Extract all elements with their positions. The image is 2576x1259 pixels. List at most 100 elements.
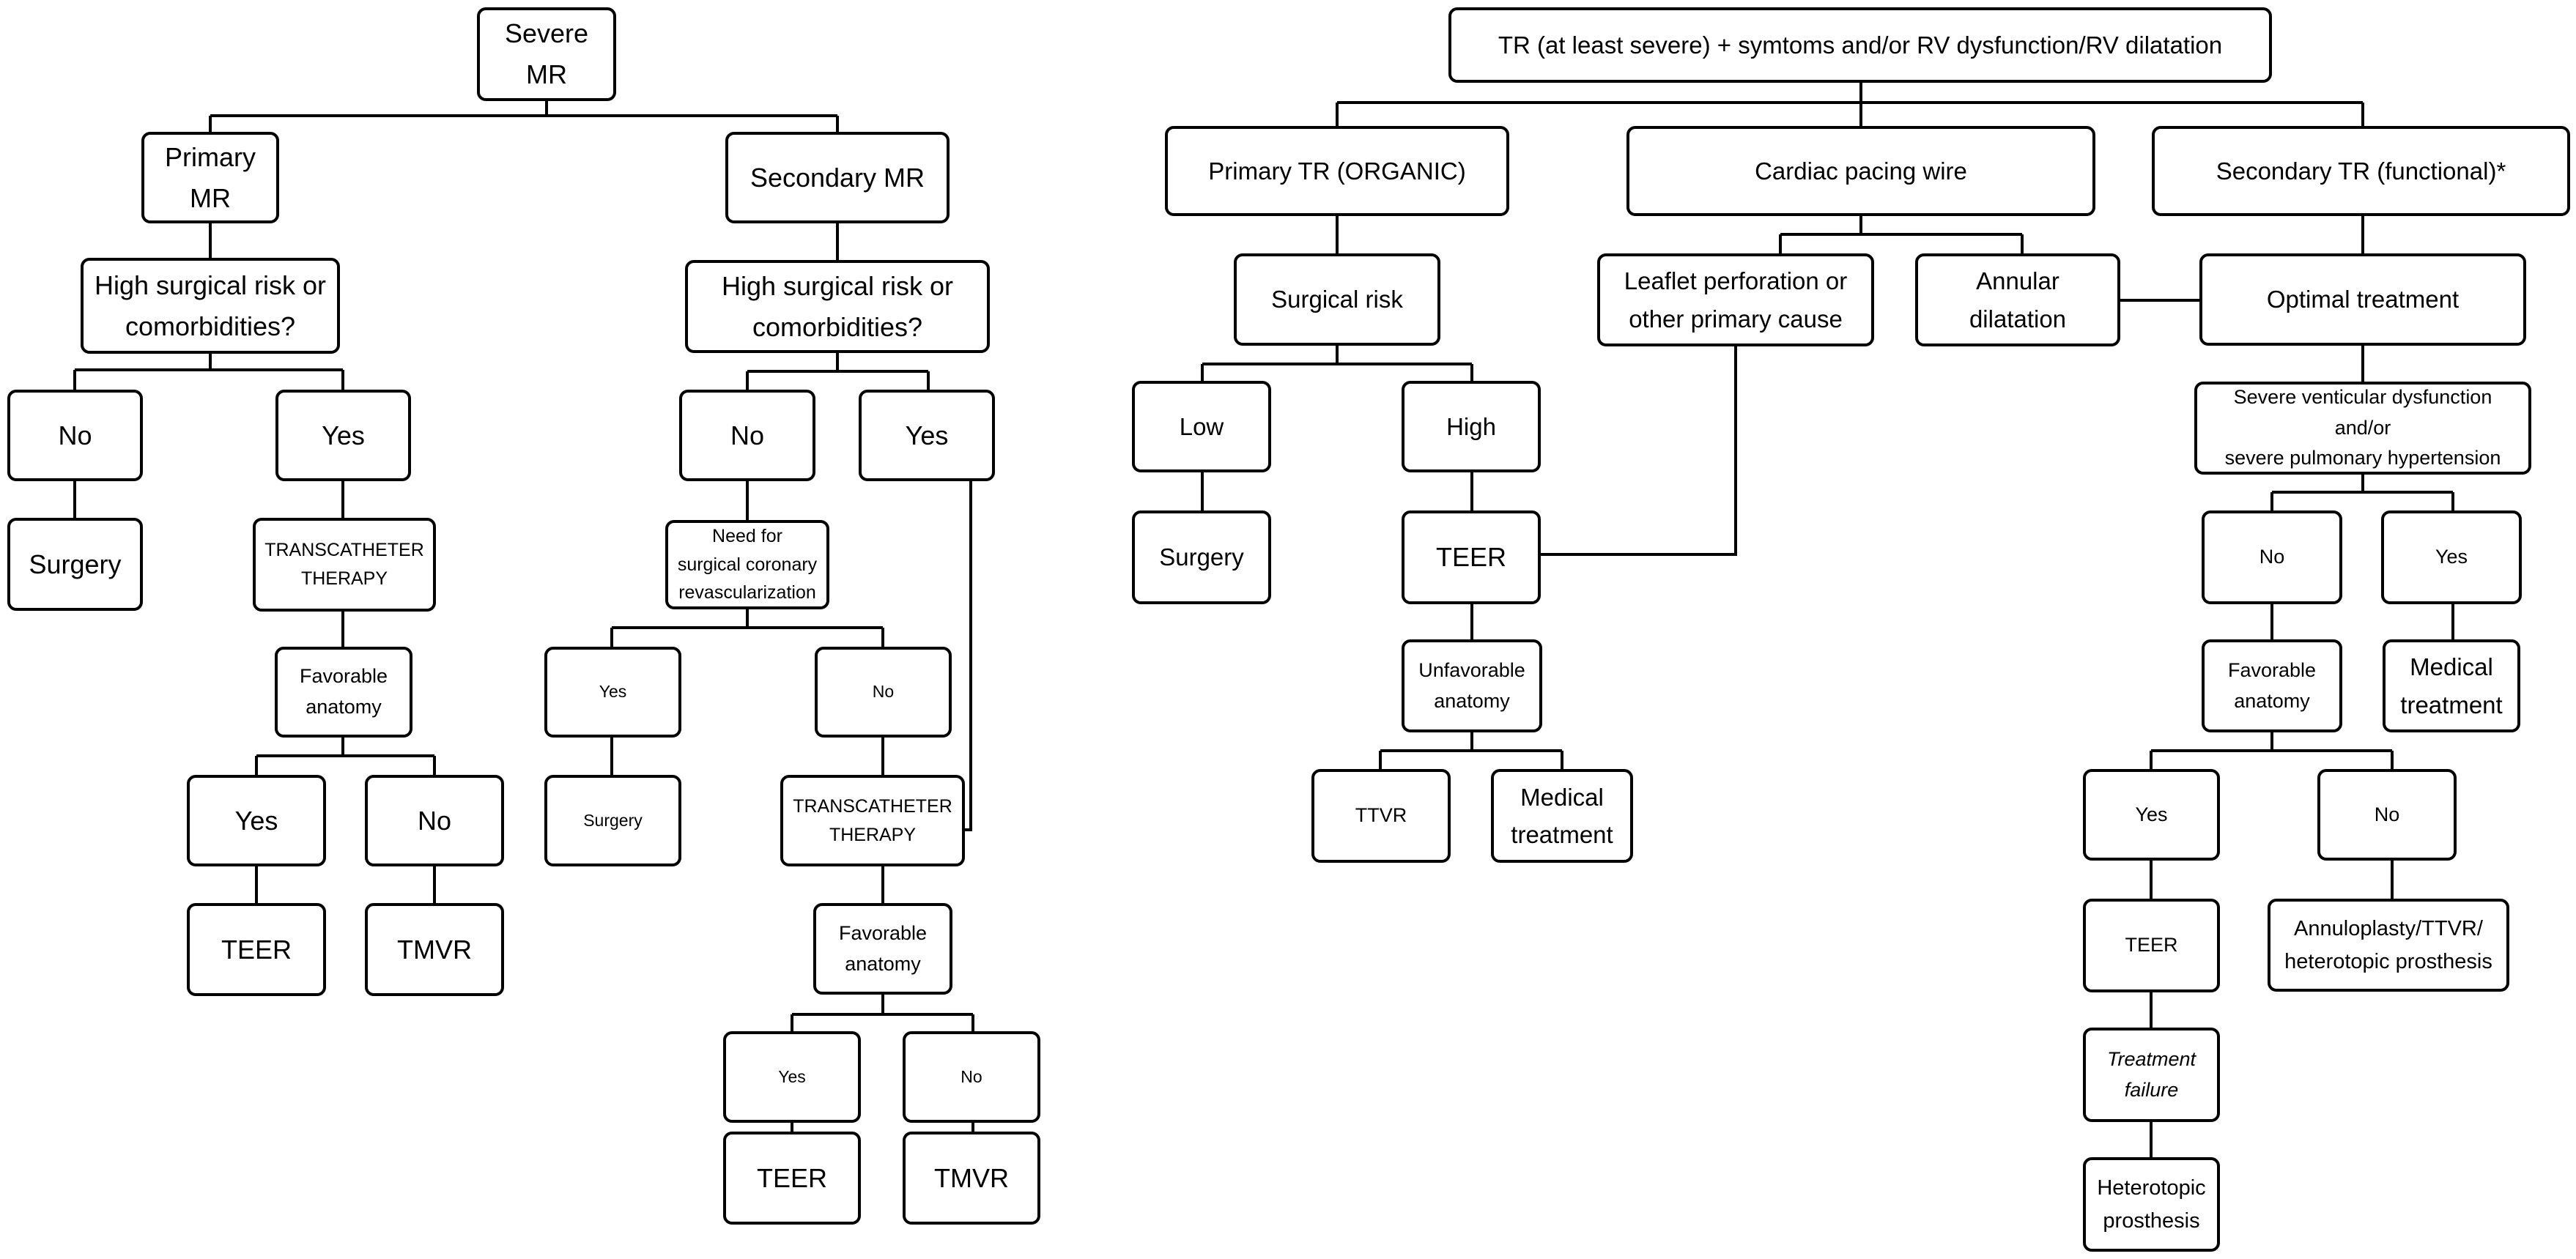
secondary-mr-node: Secondary MR [725,132,950,223]
severe-dysfunction-label: Severe venticular dysfunction and/or sev… [2224,385,2501,469]
str-favorable-node: Favorable anatomy [2202,639,2342,732]
severe-dysfunction-node: Severe venticular dysfunction and/or sev… [2194,382,2531,475]
smr-cabg-no-label: No [872,682,895,702]
edge-dysfunction-split [2270,475,2454,510]
tr-teer-label: TEER [1435,542,1506,573]
edge-mr-root-split [209,101,839,134]
annuloplasty-label: Annuloplasty/TTVR/ heterotopic prosthesi… [2284,916,2492,973]
annuloplasty-node: Annuloplasty/TTVR/ heterotopic prosthesi… [2268,899,2509,992]
tr-surgery-node: Surgery [1132,510,1271,604]
treatment-failure-node: Treatment failure [2083,1028,2220,1122]
pmr-favorable-label: Favorable anatomy [299,665,388,718]
str-medical-label: Medical treatment [2400,653,2503,718]
smr-question-label: High surgical risk or comorbidities? [721,270,954,342]
tr-unfavorable-node: Unfavorable anatomy [1402,639,1542,732]
edge-str-fav-children [2150,861,2394,899]
smr-no-node: No [679,390,815,481]
pmr-transcatheter-label: TRANSCATHETER THERAPY [264,540,424,589]
smr-teer-label: TEER [756,1162,827,1193]
smr-yes-label: Yes [905,420,949,450]
pmr-question-label: High surgical risk or comorbidities? [94,270,327,341]
pacing-wire-label: Cardiac pacing wire [1755,157,1967,185]
tr-root-label: TR (at least severe) + symtoms and/or RV… [1498,31,2223,59]
str-fav-no-node: No [2317,769,2457,861]
tr-root-node: TR (at least severe) + symtoms and/or RV… [1448,7,2272,83]
pmr-surgery-label: Surgery [29,549,122,579]
smr-fav-no-node: No [903,1031,1040,1123]
smr-fav-no-label: No [961,1066,982,1086]
annular-dilatation-node: Annular dilatation [1915,253,2120,346]
risk-low-node: Low [1132,381,1271,472]
pmr-fav-yes-node: Yes [187,775,326,866]
heterotopic-prosthesis-node: Heterotopic prosthesis [2083,1157,2220,1252]
primary-mr-label: Primary MR [165,141,256,213]
secondary-tr-label: Secondary TR (functional)* [2216,157,2506,185]
smr-question-node: High surgical risk or comorbidities? [685,260,990,353]
smr-transcatheter-node: TRANSCATHETER THERAPY [780,775,965,866]
edge-pmr-question-split [73,354,344,390]
smr-no-label: No [730,420,765,450]
smr-transcatheter-label: TRANSCATHETER THERAPY [793,795,952,845]
smr-favorable-label: Favorable anatomy [838,921,928,975]
edge-tr-root-split [1336,83,2364,126]
pmr-question-node: High surgical risk or comorbidities? [81,258,340,354]
str-no-node: No [2202,510,2342,604]
smr-surgery-label: Surgery [583,810,643,830]
str-no-label: No [2259,546,2285,568]
smr-need-cabg-node: Need for surgical coronary revasculariza… [665,520,829,609]
str-teer-node: TEER [2083,899,2220,992]
edge-leaflet-to-teer [1541,346,1737,556]
pmr-no-node: No [7,390,143,481]
pmr-tmvr-node: TMVR [365,903,504,996]
pmr-tmvr-label: TMVR [397,934,472,965]
str-fav-yes-node: Yes [2083,769,2220,861]
smr-surgery-node: Surgery [544,775,681,866]
risk-high-label: High [1446,412,1496,440]
tr-medical-node: Medical treatment [1491,769,1633,863]
smr-cabg-yes-node: Yes [544,647,681,738]
pmr-transcatheter-node: TRANSCATHETER THERAPY [253,518,436,612]
smr-cabg-no-node: No [815,647,952,738]
risk-low-label: Low [1179,412,1224,440]
tr-unfavorable-label: Unfavorable anatomy [1418,658,1525,712]
pmr-favorable-node: Favorable anatomy [275,647,412,738]
pmr-surgery-node: Surgery [7,518,143,611]
str-fav-yes-label: Yes [2135,803,2168,825]
pmr-fav-no-node: No [365,775,504,866]
str-yes-node: Yes [2381,510,2522,604]
edge-pmr-favorable-split [255,738,436,775]
pmr-teer-label: TEER [221,934,292,965]
ttvr-node: TTVR [1311,769,1451,863]
pmr-fav-no-label: No [417,805,452,836]
smr-fav-yes-node: Yes [723,1031,861,1123]
optimal-treatment-label: Optimal treatment [2266,286,2460,313]
tr-surgery-label: Surgery [1159,543,1244,571]
optimal-treatment-node: Optimal treatment [2199,253,2526,346]
tr-medical-label: Medical treatment [1511,783,1613,848]
surgical-risk-node: Surgical risk [1234,253,1440,346]
edge-unfavorable-split [1379,732,1563,769]
edge-smr-cabg-children [610,738,884,775]
pmr-yes-node: Yes [275,390,411,481]
pmr-fav-yes-label: Yes [234,805,278,836]
edge-risk-split [1201,346,1473,381]
pmr-yes-label: Yes [322,420,365,450]
leaflet-perforation-node: Leaflet perforation or other primary cau… [1597,253,1874,346]
edge-smr-favorable-split [791,995,974,1031]
smr-cabg-yes-label: Yes [599,682,627,702]
edge-smr-question-split [746,353,930,390]
smr-fav-yes-label: Yes [778,1066,806,1086]
primary-tr-node: Primary TR (ORGANIC) [1165,126,1509,216]
str-favorable-label: Favorable anatomy [2227,658,2317,712]
tr-teer-node: TEER [1402,510,1541,604]
treatment-failure-label: Treatment failure [2106,1047,2196,1101]
edge-str-favorable-split [2150,732,2394,769]
str-yes-label: Yes [2435,546,2468,568]
edge-smr-fav-children [791,1123,974,1132]
smr-need-cabg-label: Need for surgical coronary revasculariza… [677,525,818,603]
smr-tmvr-node: TMVR [903,1132,1040,1225]
str-teer-label: TEER [2125,934,2178,957]
severe-mr-label: Severe MR [504,18,589,89]
edge-pacing-split [1779,216,2024,253]
